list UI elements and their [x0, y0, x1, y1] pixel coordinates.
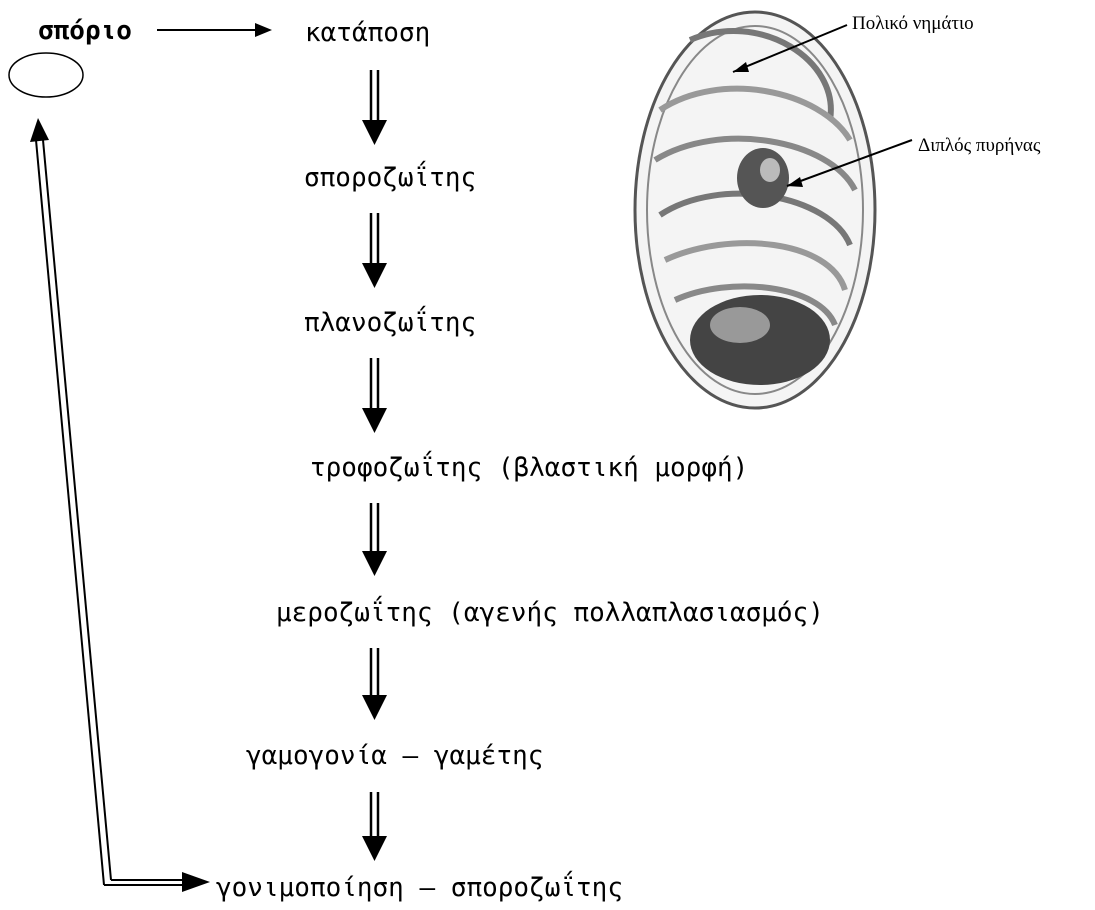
- start-label: σπόριο: [38, 18, 132, 44]
- start-arrow: [157, 23, 272, 37]
- step-arrow-3: [362, 358, 387, 433]
- step-arrow-5: [362, 648, 387, 720]
- step-merozoite: μεροζωΐτης (αγενής πολλαπλασιασμός): [276, 600, 824, 626]
- callout-polar-filament: Πολικό νημάτιο: [852, 14, 974, 33]
- step-arrow-4: [362, 503, 387, 576]
- step-arrow-1: [362, 70, 387, 145]
- step-arrow-2: [362, 213, 387, 288]
- step-arrow-6: [362, 792, 387, 861]
- step-planozoite: πλανοζωΐτης: [304, 310, 476, 336]
- spore-ellipse: [9, 53, 83, 97]
- spore-illustration: [635, 12, 875, 408]
- step-fertilization: γονιμοποίηση – σποροζωΐτης: [216, 875, 623, 901]
- callout-double-nucleus: Διπλός πυρήνας: [918, 136, 1040, 155]
- step-sporozoite: σποροζωΐτης: [304, 165, 476, 191]
- return-arrow: [30, 118, 210, 892]
- step-ingestion: κατάποση: [305, 20, 430, 46]
- step-trophozoite: τροφοζωΐτης (βλαστική μορφή): [310, 455, 748, 481]
- step-gametogony: γαμογονία – γαμέτης: [246, 743, 543, 769]
